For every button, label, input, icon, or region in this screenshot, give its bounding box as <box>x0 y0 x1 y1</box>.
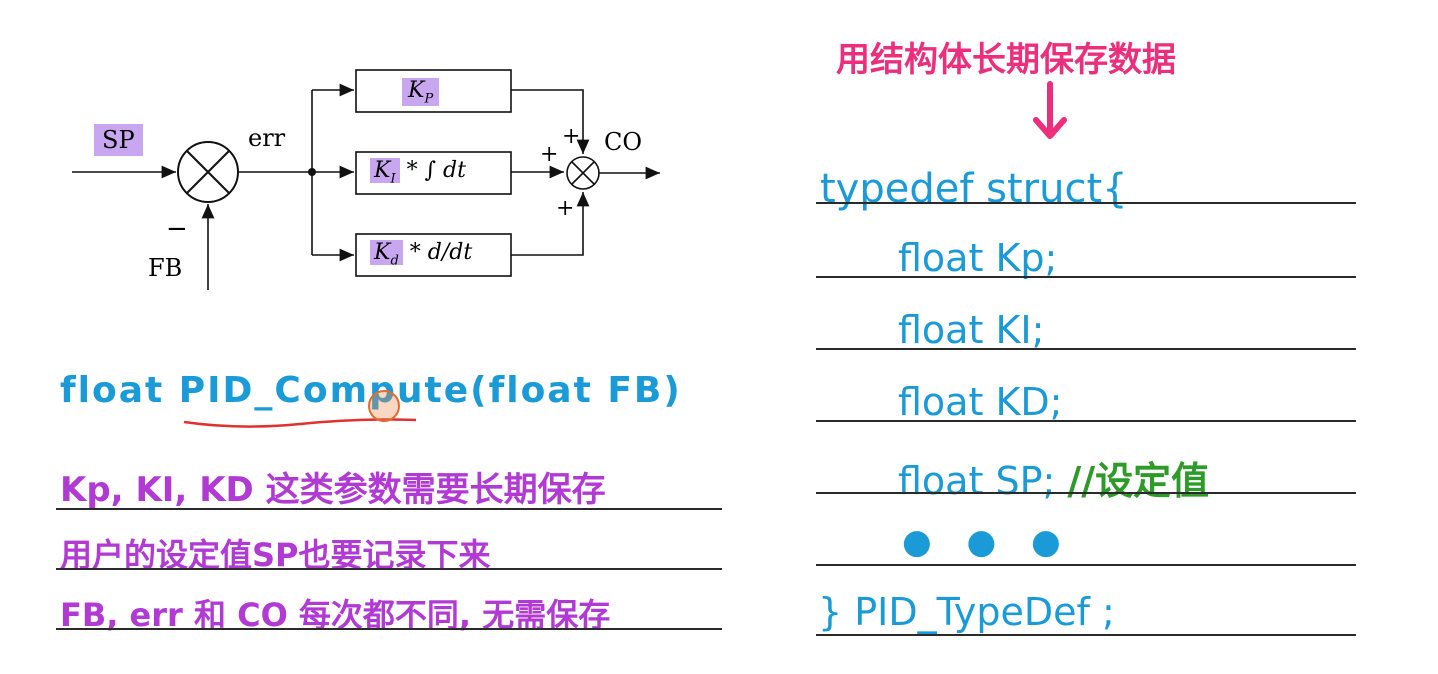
cursor-highlight-icon <box>368 390 400 422</box>
kp-block-label: KP <box>402 78 440 107</box>
code-line-kp: float Kp; <box>898 236 1058 280</box>
pid-block-diagram <box>72 69 660 290</box>
code-line-ki: float KI; <box>898 308 1045 352</box>
code-rule-1 <box>816 276 1356 278</box>
code-rule-2 <box>816 348 1356 350</box>
code-rule-5 <box>816 564 1356 566</box>
note-rule-2 <box>56 568 722 570</box>
code-line-typedef-name: } PID_TypeDef ; <box>818 590 1115 634</box>
code-line-ellipsis: ● ● ● <box>902 522 1073 562</box>
red-underline <box>183 418 417 428</box>
plus-sign-top: + <box>562 124 581 149</box>
note-rule-3 <box>56 628 722 630</box>
err-label: err <box>248 124 286 152</box>
sp-label: SP <box>94 124 143 156</box>
kd-block-label: Kd * d/dt <box>370 240 472 268</box>
note-line-1: Kp, KI, KD 这类参数需要长期保存 <box>60 470 606 510</box>
code-line-kd: float KD; <box>898 380 1063 424</box>
plus-sign-bottom: + <box>556 196 575 221</box>
plus-sign-left: + <box>540 142 559 167</box>
code-rule-0 <box>816 202 1356 204</box>
code-rule-3 <box>816 420 1356 422</box>
code-line-sp: float SP; //设定值 <box>898 459 1210 503</box>
output-summing-junction-icon <box>566 156 600 190</box>
down-arrow-icon <box>1033 81 1067 139</box>
co-label: CO <box>604 128 643 156</box>
fb-label: FB <box>148 254 183 282</box>
kd-output-line <box>511 192 590 256</box>
summing-junction-icon <box>177 141 239 203</box>
ki-block-label: KI * ∫ dt <box>370 158 466 186</box>
code-rule-6 <box>816 634 1356 636</box>
note-line-2: 用户的设定值SP也要记录下来 <box>60 536 491 574</box>
struct-annotation: 用结构体长期保存数据 <box>836 40 1176 80</box>
note-line-3: FB, err 和 CO 每次都不同, 无需保存 <box>60 596 611 634</box>
code-rule-4 <box>816 492 1356 494</box>
code-line-typedef: typedef struct{ <box>820 166 1128 212</box>
note-rule-1 <box>56 508 722 510</box>
kp-output-line <box>511 89 590 154</box>
fb-sign: − <box>166 214 188 244</box>
